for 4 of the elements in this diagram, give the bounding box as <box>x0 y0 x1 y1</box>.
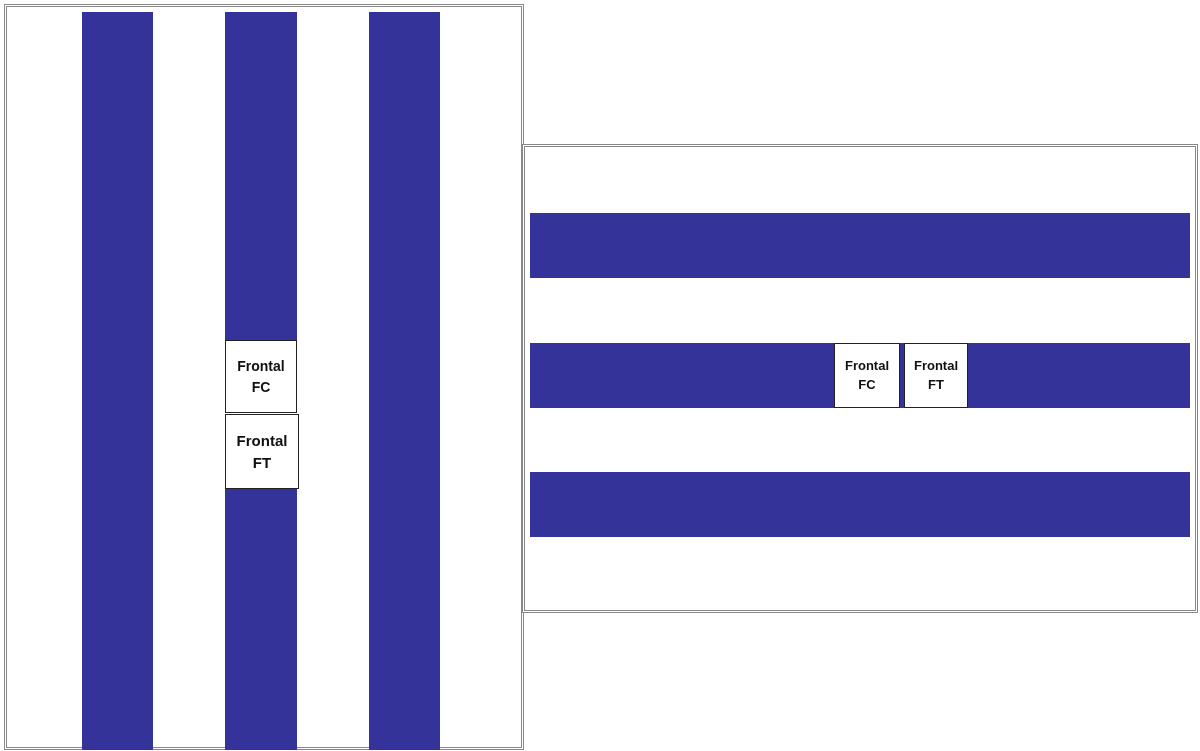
label-box: Frontal FT <box>225 414 299 489</box>
label-box: Frontal FC <box>225 340 297 413</box>
label-box: Frontal FT <box>904 343 968 408</box>
label-box: Frontal FC <box>834 343 900 408</box>
